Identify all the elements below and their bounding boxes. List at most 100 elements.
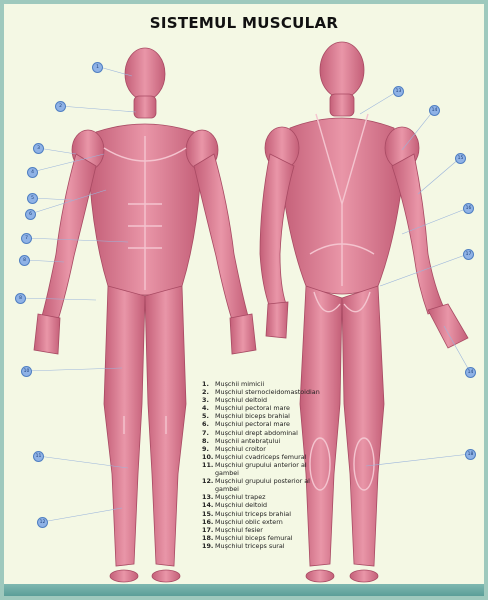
legend-label: Mușchiul triceps sural	[215, 541, 285, 550]
front-right-foot	[151, 569, 181, 583]
callout-3: 3	[33, 143, 44, 154]
front-head	[124, 47, 166, 101]
legend-label: Mușchiul biceps femural	[215, 533, 293, 542]
front-left-arm	[41, 153, 97, 321]
legend-label: Mușchiul biceps brahial	[215, 412, 290, 421]
legend-label: Mușchii mimicii	[215, 380, 265, 388]
legend-item: 3. Mușchiul deltoid	[202, 396, 322, 404]
legend-number: 19.	[202, 541, 214, 550]
legend-item: 15.Mușchiul triceps brahial	[202, 510, 322, 518]
back-right-foot	[349, 569, 379, 583]
back-muscle-lines	[309, 113, 375, 491]
legend-number: 13.	[202, 493, 214, 502]
legend-number: 2.	[202, 388, 209, 397]
legend-number: 15.	[202, 509, 214, 518]
legend-label: Mușchii antebrațului	[215, 436, 281, 445]
callout-8a: 8	[19, 255, 30, 266]
legend-label: Mușchiul drept abdominal	[215, 428, 298, 437]
legend-number: 18.	[202, 533, 214, 542]
callout-4: 4	[27, 167, 38, 178]
legend-label: Mușchiul oblic extern	[215, 517, 283, 526]
legend-label: Mușchiul croitor	[215, 444, 266, 453]
legend-item: 14.Mușchiul deltoid	[202, 501, 322, 509]
back-left-arm	[259, 153, 295, 309]
callout-1: 1	[92, 62, 103, 73]
legend-label: Mușchiul cvadriceps femural	[215, 452, 307, 461]
back-right-arm	[391, 153, 445, 315]
poster-title: SISTEMUL MUSCULAR	[149, 14, 339, 32]
callout-8b: 8	[15, 293, 26, 304]
legend-item: 16.Mușchiul oblic extern	[202, 518, 322, 526]
legend-label: Mușchiul pectoral mare	[215, 404, 290, 413]
callout-7: 7	[21, 233, 32, 244]
back-right-hand	[427, 303, 469, 349]
callout-16: 16	[463, 203, 474, 214]
legend-number: 10.	[202, 452, 214, 461]
callout-12: 12	[37, 517, 48, 528]
legend-number: 5.	[202, 412, 209, 421]
callout-14a: 14	[429, 105, 440, 116]
front-figure	[33, 47, 257, 583]
legend-item: 6. Mușchiul pectoral mare	[202, 420, 322, 428]
legend-item: 9. Mușchiul croitor	[202, 445, 322, 453]
legend-label: Mușchiul fesier	[215, 525, 263, 534]
legend-number: 4.	[202, 404, 209, 413]
legend-label: Mușchiul triceps brahial	[215, 509, 291, 518]
callout-17: 17	[463, 249, 474, 260]
legend-label: Mușchiul deltoid	[215, 396, 268, 405]
callout-11: 11	[33, 451, 44, 462]
legend-number: 3.	[202, 396, 209, 405]
legend-item: 5. Mușchiul biceps brahial	[202, 412, 322, 420]
front-muscle-lines	[103, 136, 187, 434]
callout-14b: 14	[465, 367, 476, 378]
back-left-hand	[265, 301, 289, 339]
legend-item: 8. Mușchii antebrațului	[202, 437, 322, 445]
legend-item: 11.Mușchiul grupului anterior al gambei	[202, 461, 322, 477]
legend-item: 1. Mușchii mimicii	[202, 380, 322, 388]
legend-number: 14.	[202, 501, 214, 510]
legend-item: 18.Mușchiul biceps femural	[202, 534, 322, 542]
legend-item: 10.Mușchiul cvadriceps femural	[202, 453, 322, 461]
legend-item: 12.Mușchiul grupului posterior al gambei	[202, 477, 322, 493]
legend-number: 12.	[202, 477, 214, 486]
back-figure	[259, 41, 469, 583]
legend-number: 6.	[202, 420, 209, 429]
back-head	[319, 41, 365, 99]
legend-label: Mușchiul trapez	[215, 493, 266, 502]
leader-lines	[19, 65, 471, 523]
callout-10: 10	[21, 366, 32, 377]
legend-label: Mușchiul deltoid	[215, 501, 268, 510]
back-right-leg	[341, 285, 385, 567]
legend-number: 11.	[202, 460, 214, 469]
legend-number: 17.	[202, 525, 214, 534]
muscle-figures	[19, 41, 471, 583]
legend-item: 13.Mușchiul trapez	[202, 493, 322, 501]
legend-number: 1.	[202, 380, 209, 388]
legend-number: 9.	[202, 444, 209, 453]
legend-label: Mușchiul grupului anterior al gambei	[215, 460, 307, 478]
front-neck	[133, 95, 157, 119]
legend-item: 19.Mușchiul triceps sural	[202, 542, 322, 550]
callout-13: 13	[393, 86, 404, 97]
legend-item: 2.Mușchiul sternocleidomastoidian	[202, 388, 322, 396]
front-left-foot	[109, 569, 139, 583]
back-left-foot	[305, 569, 335, 583]
callout-5: 5	[27, 193, 38, 204]
legend-number: 16.	[202, 517, 214, 526]
legend-item: 4. Mușchiul pectoral mare	[202, 404, 322, 412]
front-right-arm	[193, 153, 249, 321]
back-neck	[329, 93, 355, 117]
legend-number: 8.	[202, 436, 209, 445]
callout-15: 15	[455, 153, 466, 164]
front-left-hand	[33, 313, 61, 355]
legend-label: Mușchiul grupului posterior al gambei	[215, 477, 310, 494]
legend-item: 7. Mușchiul drept abdominal	[202, 429, 322, 437]
legend-label: Mușchiul pectoral mare	[215, 420, 290, 429]
front-right-hand	[229, 313, 257, 355]
callout-18: 18	[465, 449, 476, 460]
legend-number: 7.	[202, 428, 209, 437]
back-left-leg	[299, 285, 343, 567]
callout-2: 2	[55, 101, 66, 112]
